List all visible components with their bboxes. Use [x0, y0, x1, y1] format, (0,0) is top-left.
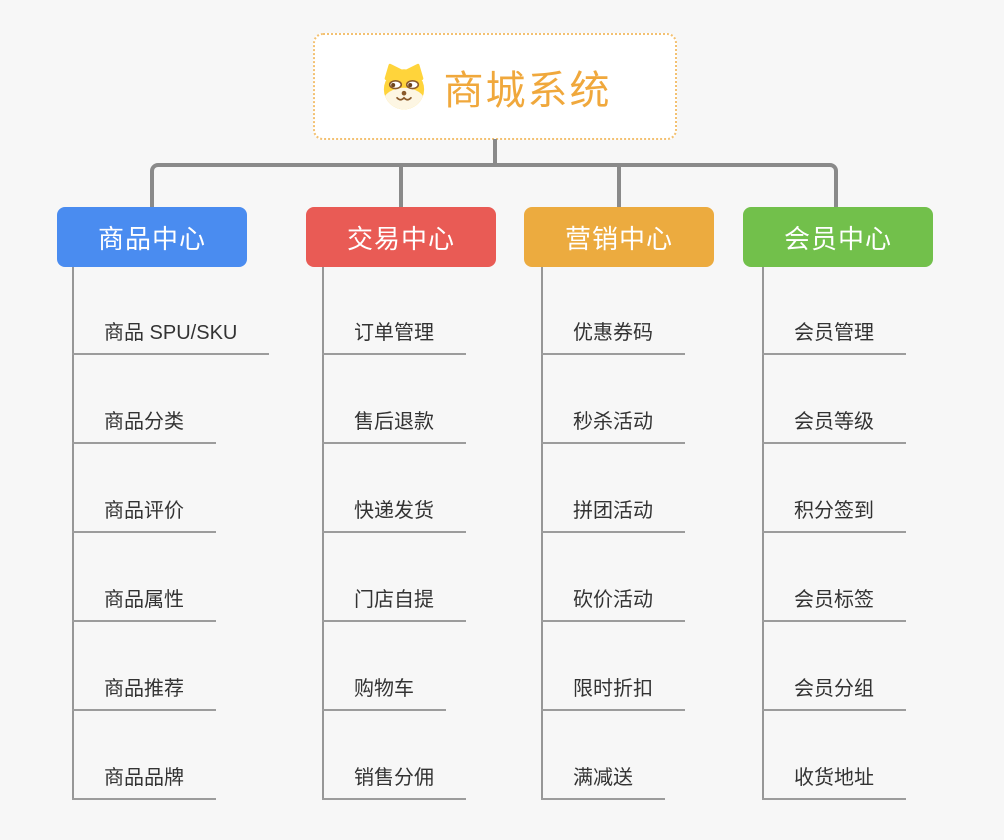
leaf-node[interactable]: 销售分佣	[322, 765, 466, 800]
root-title: 商城系统	[443, 68, 612, 113]
leaf-node[interactable]: 收货地址	[762, 765, 906, 800]
branch-drop-line-3	[617, 167, 621, 207]
leaf-node[interactable]: 售后退款	[322, 409, 466, 444]
children-column-product: 商品 SPU/SKU 商品分类 商品评价 商品属性 商品推荐 商品品牌	[72, 267, 312, 800]
branch-node-member-center[interactable]: 会员中心	[743, 207, 933, 267]
leaf-node[interactable]: 拼团活动	[541, 498, 685, 533]
leaf-node[interactable]: 秒杀活动	[541, 409, 685, 444]
leaf-node[interactable]: 优惠券码	[541, 320, 685, 355]
leaf-node[interactable]: 砍价活动	[541, 587, 685, 622]
leaf-node[interactable]: 购物车	[322, 676, 446, 711]
children-column-marketing: 优惠券码 秒杀活动 拼团活动 砍价活动 限时折扣 满减送	[541, 267, 781, 800]
leaf-node[interactable]: 满减送	[541, 765, 665, 800]
leaf-node[interactable]: 会员分组	[762, 676, 906, 711]
branch-node-marketing-center[interactable]: 营销中心	[524, 207, 714, 267]
leaf-node[interactable]: 订单管理	[322, 320, 466, 355]
branch-node-trade-center[interactable]: 交易中心	[306, 207, 496, 267]
leaf-node[interactable]: 商品评价	[72, 498, 216, 533]
leaf-node[interactable]: 会员等级	[762, 409, 906, 444]
leaf-node[interactable]: 商品品牌	[72, 765, 216, 800]
branch-node-product-center[interactable]: 商品中心	[57, 207, 247, 267]
leaf-node[interactable]: 商品 SPU/SKU	[72, 320, 270, 355]
leaf-node[interactable]: 会员管理	[762, 320, 906, 355]
leaf-node[interactable]: 商品分类	[72, 409, 216, 444]
children-column-trade: 订单管理 售后退款 快递发货 门店自提 购物车 销售分佣	[322, 267, 562, 800]
root-trunk-line	[493, 139, 497, 165]
shiba-dog-icon	[379, 63, 429, 111]
leaf-node[interactable]: 商品属性	[72, 587, 216, 622]
leaf-node[interactable]: 商品推荐	[72, 676, 216, 711]
branch-drop-line-2	[399, 167, 403, 207]
leaf-node[interactable]: 门店自提	[322, 587, 466, 622]
children-column-member: 会员管理 会员等级 积分签到 会员标签 会员分组 收货地址	[762, 267, 1002, 800]
leaf-node[interactable]: 快递发货	[322, 498, 466, 533]
root-node[interactable]: 商城系统	[313, 33, 677, 140]
leaf-node[interactable]: 限时折扣	[541, 676, 685, 711]
leaf-node[interactable]: 积分签到	[762, 498, 906, 533]
leaf-node[interactable]: 会员标签	[762, 587, 906, 622]
branch-bus-line	[150, 163, 838, 209]
